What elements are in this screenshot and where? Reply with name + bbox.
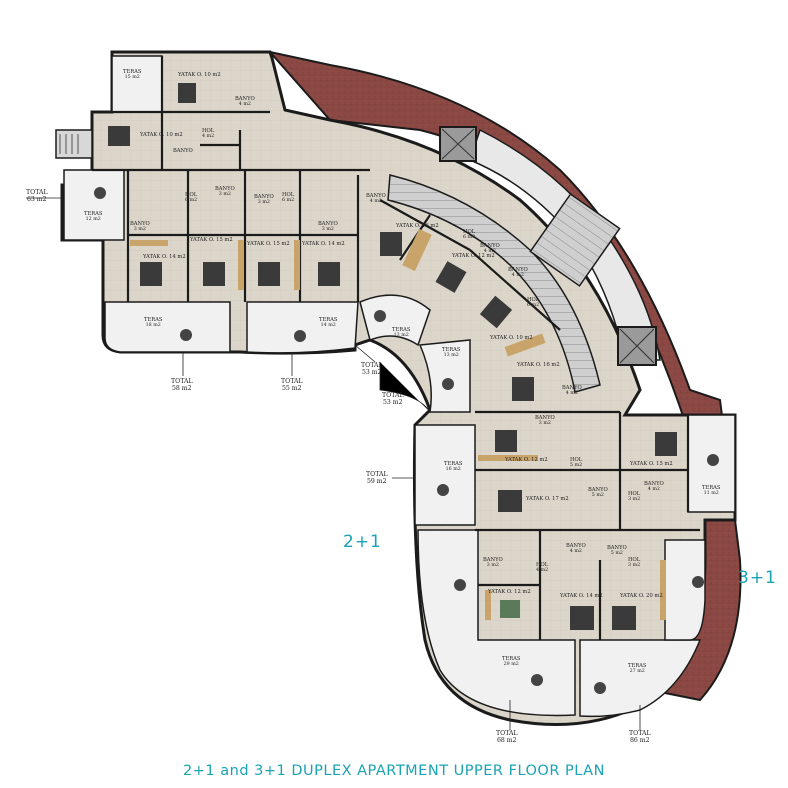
room-label: YATAK O. 15 m2 [247,241,290,247]
room-label: YATAK O. 14 m2 [143,254,186,260]
unit-type-label-left: 2+1 [343,532,382,552]
room-label: YATAK O. 15 m2 [190,237,233,243]
room-label: BANYO [173,148,193,154]
room-label: YATAK O. 12 m2 [505,457,548,463]
terrace-left [63,169,125,241]
room-label: YATAK O. 15 m2 [630,461,673,467]
furniture [108,83,677,630]
total-leader-lines [26,197,641,730]
terrace-right-lower [664,539,706,641]
room-label: YATAK O. 16 m2 [396,223,439,229]
core-stair [529,193,621,287]
room-label: YATAK O. 12 m2 [488,589,531,595]
room-label: YATAK O. 10 m2 [178,72,221,78]
terrace-curve-2 [418,339,471,413]
room-label: YATAK O. 20 m2 [620,593,663,599]
wood-floor-strips [130,228,666,620]
unit-type-label-right: 3+1 [738,568,777,588]
terrace-curve-1 [359,294,431,347]
outdoor-tables [94,187,719,694]
room-label: YATAK O. 17 m2 [526,496,569,502]
left-stair-balcony [55,129,93,159]
curved-stair [387,174,601,393]
interior-walls [92,56,700,640]
terrace-top [111,55,163,113]
terrace-bottom-mid [246,301,359,354]
plan-caption: 2+1 and 3+1 DUPLEX APARTMENT UPPER FLOOR… [183,763,605,779]
terrace-mid-left [414,424,476,526]
room-label: YATAK O. 10 m2 [140,132,183,138]
room-label: YATAK O. 14 m2 [302,241,345,247]
room-label: YATAK O. 12 m2 [452,253,495,259]
terrace-bottom-left-big [417,529,576,717]
room-label: YATAK O. 14 m2 [560,593,603,599]
terrace-bottom-left [104,301,231,353]
room-label: YATAK O. 10 m2 [490,335,533,341]
room-label: YATAK O. 16 m2 [517,362,560,368]
